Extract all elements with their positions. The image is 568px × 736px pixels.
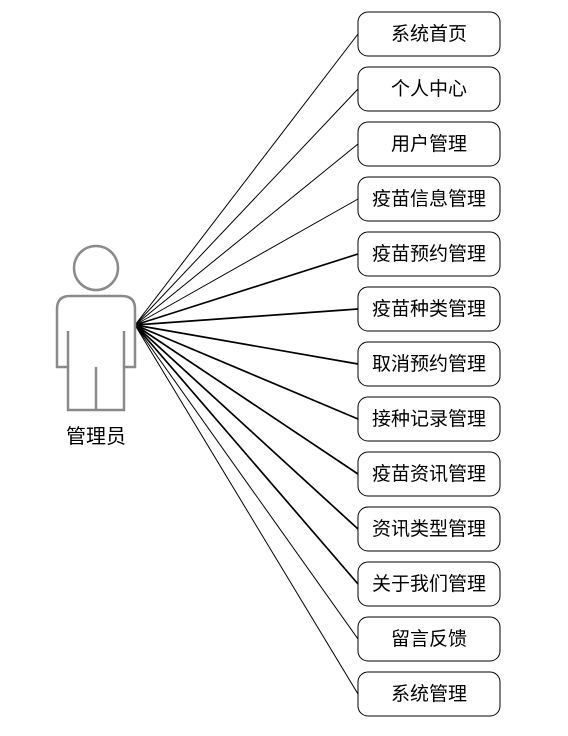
- use-case: 疫苗预约管理: [357, 231, 501, 277]
- use-case: 资讯类型管理: [357, 506, 501, 552]
- association-line: [134, 324, 359, 475]
- actor: 管理员: [55, 244, 137, 448]
- use-case-box: [357, 121, 501, 167]
- association-line: [134, 324, 359, 585]
- use-case-box: [357, 341, 501, 387]
- use-case: 留言反馈: [357, 616, 501, 662]
- association-line: [134, 88, 359, 326]
- association-line: [134, 324, 359, 695]
- use-case: 取消预约管理: [357, 341, 501, 387]
- use-case-box: [357, 11, 501, 57]
- use-case-box: [357, 176, 501, 222]
- use-case: 系统管理: [357, 671, 501, 717]
- use-case-label: 取消预约管理: [372, 353, 486, 375]
- use-case-label: 疫苗预约管理: [372, 243, 486, 265]
- use-case-label: 疫苗资讯管理: [372, 463, 486, 485]
- association-line: [134, 33, 359, 326]
- use-case: 个人中心: [357, 66, 501, 112]
- use-case-box: [357, 451, 501, 497]
- use-case-box: [357, 396, 501, 442]
- use-case-label: 系统管理: [391, 683, 467, 705]
- use-case-list: 系统首页个人中心用户管理疫苗信息管理疫苗预约管理疫苗种类管理取消预约管理接种记录…: [357, 11, 501, 717]
- use-case-label: 接种记录管理: [372, 408, 486, 430]
- use-case-box: [357, 561, 501, 607]
- use-case: 疫苗资讯管理: [357, 451, 501, 497]
- use-case: 用户管理: [357, 121, 501, 167]
- association-line: [134, 324, 359, 420]
- use-case-box: [357, 506, 501, 552]
- association-line: [134, 143, 359, 326]
- use-case-label: 疫苗信息管理: [372, 188, 486, 210]
- use-case-label: 资讯类型管理: [372, 518, 486, 540]
- association-line: [134, 324, 359, 640]
- use-case-label: 留言反馈: [391, 628, 467, 650]
- use-case-box: [357, 286, 501, 332]
- actor-label: 管理员: [66, 424, 126, 448]
- association-line: [134, 308, 359, 326]
- use-case-box: [357, 231, 501, 277]
- association-lines: [134, 33, 359, 695]
- use-case-label: 系统首页: [391, 23, 467, 45]
- use-case: 系统首页: [357, 11, 501, 57]
- association-line: [134, 324, 359, 365]
- use-case-label: 用户管理: [391, 133, 467, 155]
- use-case-box: [357, 66, 501, 112]
- use-case-label: 疫苗种类管理: [372, 298, 486, 320]
- person-icon: [55, 244, 137, 412]
- use-case: 疫苗种类管理: [357, 286, 501, 332]
- use-case-label: 关于我们管理: [372, 573, 486, 595]
- association-line: [134, 324, 359, 530]
- use-case-box: [357, 671, 501, 717]
- association-line: [134, 253, 359, 326]
- use-case-box: [357, 616, 501, 662]
- use-case-label: 个人中心: [391, 78, 467, 100]
- use-case: 关于我们管理: [357, 561, 501, 607]
- association-line: [134, 198, 359, 326]
- use-case: 疫苗信息管理: [357, 176, 501, 222]
- use-case: 接种记录管理: [357, 396, 501, 442]
